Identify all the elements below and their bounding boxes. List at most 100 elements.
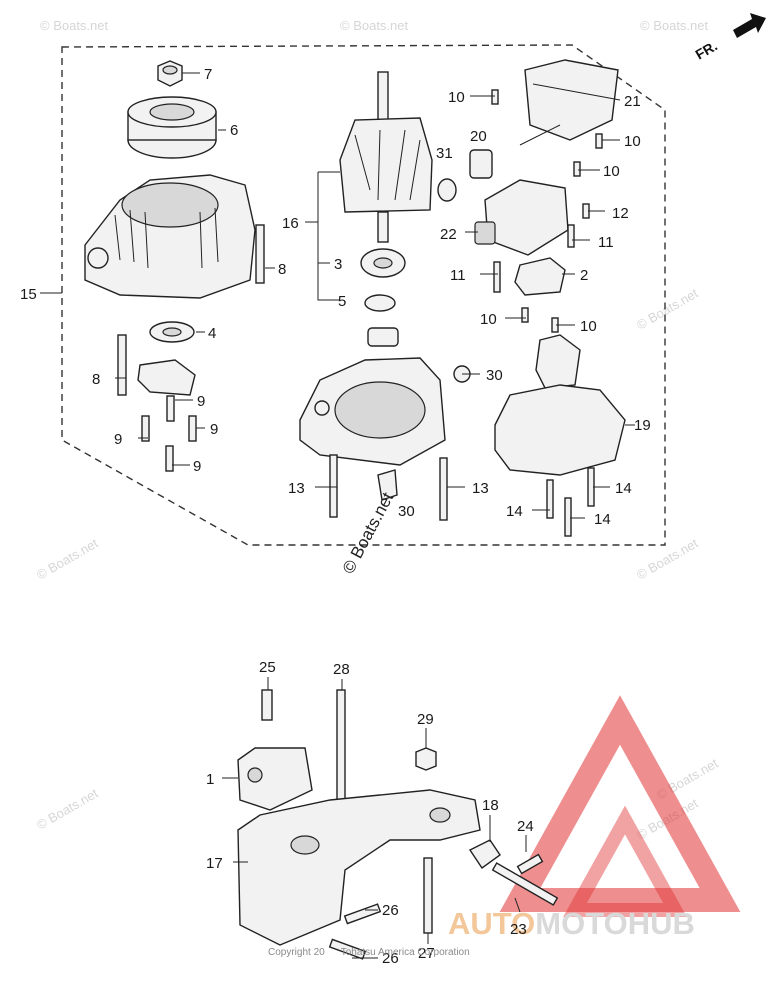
terminal-bracket: [535, 334, 581, 389]
logo-triangle-icon: [499, 695, 741, 912]
logo-text-auto: AUTO: [448, 906, 535, 941]
watermark: © Boats.net: [634, 535, 701, 582]
screw-9: [141, 415, 150, 442]
callout-label: 13: [288, 480, 305, 497]
alternator-group: [84, 59, 626, 537]
callout-label: 10: [580, 318, 597, 335]
rotor-16: [339, 117, 433, 213]
retainer-plate: [137, 359, 196, 396]
bolt-8: [255, 224, 265, 284]
screw-10: [521, 307, 529, 323]
screw-10: [595, 133, 603, 149]
insulator-30: [377, 469, 398, 501]
bushing-20: [469, 149, 493, 179]
watermark: © Boats.net: [34, 785, 101, 832]
callout-label: 28: [333, 661, 350, 678]
arrow-icon: [733, 13, 766, 38]
screw-9: [166, 395, 175, 422]
watermark: © Boats.net: [340, 18, 409, 33]
autmotohub-logo: AUTOMOTOHUB: [448, 695, 741, 941]
plate-1: [237, 747, 313, 811]
direction-label: FR.: [693, 37, 721, 62]
watermark: © Boats.net: [634, 285, 701, 332]
brush-holder-2: [514, 257, 566, 296]
callout-label: 8: [92, 371, 100, 388]
callout-label: 9: [114, 431, 122, 448]
rear-cover-19: [494, 384, 626, 476]
callout-label: 6: [230, 122, 238, 139]
grommet-31: [437, 178, 457, 202]
bolt-24: [516, 853, 544, 875]
bracket-group: [237, 689, 559, 960]
callout-label: 16: [282, 215, 299, 232]
callout-label: 3: [334, 256, 342, 273]
callout-label: 30: [398, 503, 415, 520]
callout-label: 26: [382, 950, 399, 967]
callout-label: 18: [482, 797, 499, 814]
logo-text-moto: MOTO: [535, 906, 627, 941]
screw-10: [491, 89, 499, 105]
screw-14: [546, 479, 554, 519]
callout-label: 9: [193, 458, 201, 475]
bolt-13: [439, 457, 448, 521]
watermark: © Boats.net: [640, 18, 709, 33]
bolt-23: [491, 862, 559, 906]
callout-label: 12: [612, 205, 629, 222]
nut-29: [415, 747, 437, 771]
callout-label: 31: [436, 145, 453, 162]
watermark: © Boats.net: [40, 18, 109, 33]
callout-label: 9: [197, 393, 205, 410]
logo-inner-triangle-icon: [563, 805, 687, 917]
assembly-boundary: [61, 44, 666, 546]
callout-label: 25: [259, 659, 276, 676]
bolt-28: [336, 689, 346, 801]
callout-label: 20: [470, 128, 487, 145]
svg-text:AUTOMOTOHUB: AUTOMOTOHUB: [448, 906, 695, 941]
bolt-13: [329, 454, 338, 518]
callout-label: 23: [510, 921, 527, 938]
callout-label: 1: [206, 771, 214, 788]
bracket-17: [237, 789, 481, 946]
callout-label: 14: [615, 480, 632, 497]
callout-label: 8: [278, 261, 286, 278]
regulator-22: [484, 179, 569, 256]
callout-label: 4: [208, 325, 216, 342]
screw-11: [493, 261, 501, 293]
callout-label: 24: [517, 818, 534, 835]
bolt-8: [117, 334, 127, 396]
callout-label: 10: [624, 133, 641, 150]
callout-label: 19: [634, 417, 651, 434]
callout-label: 11: [450, 267, 466, 284]
clip: [367, 327, 399, 347]
logo-text-hub: HUB: [628, 906, 695, 941]
callout-label: 30: [486, 367, 503, 384]
callout-label: 17: [206, 855, 223, 872]
ring-5: [364, 294, 396, 312]
plate-18: [468, 839, 501, 869]
center-watermark: © Boats.net: [339, 489, 398, 577]
callout-label: 29: [417, 711, 434, 728]
copyright-tail: Tohatsu America Corporation: [341, 947, 470, 958]
callout-label: 14: [506, 503, 523, 520]
callout-label: 5: [338, 293, 346, 310]
bolt-27: [423, 857, 433, 934]
bolt-26: [343, 903, 382, 925]
rectifier-21: [524, 59, 619, 141]
screw-9: [188, 415, 197, 442]
callout-label: 10: [480, 311, 497, 328]
callout-label: 22: [440, 226, 457, 243]
screw-9: [165, 445, 174, 472]
callout-label: 14: [594, 511, 611, 528]
screw-10: [573, 161, 581, 177]
callout-label: 13: [472, 480, 489, 497]
callout-label: 10: [448, 89, 465, 106]
callout-label: 11: [598, 234, 614, 251]
watermark: © Boats.net: [34, 535, 101, 582]
callout-label: 7: [204, 66, 212, 83]
callout-label: 10: [603, 163, 620, 180]
screw-11: [567, 224, 575, 248]
callout-label: 2: [580, 267, 588, 284]
callout-label: 27: [418, 945, 435, 962]
copyright-text: Copyright 20: [268, 947, 325, 958]
